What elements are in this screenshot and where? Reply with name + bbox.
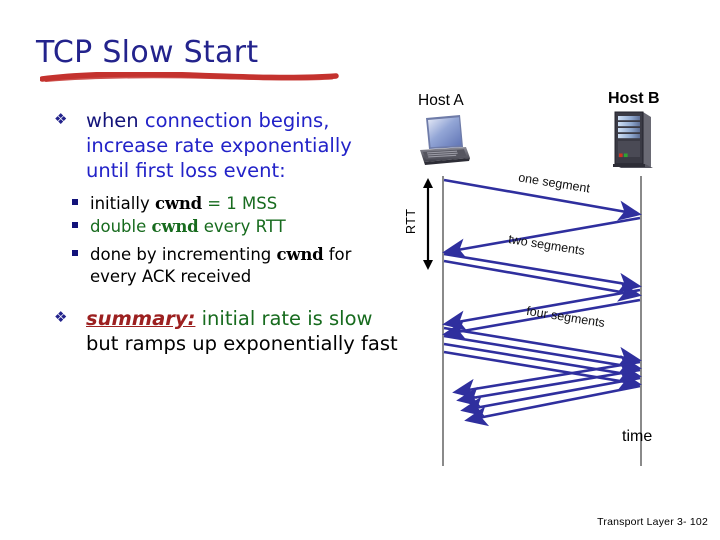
page-title: TCP Slow Start xyxy=(36,35,259,70)
segment-arrow-r3-1 xyxy=(443,326,642,367)
ack-arrow-r3-2 xyxy=(456,368,641,407)
sub3-part-1: done by incrementing xyxy=(90,245,277,264)
summary-keyword: summary: xyxy=(86,307,196,330)
host-a-label: Host A xyxy=(418,92,464,109)
bullet-1-lead: when xyxy=(86,109,145,132)
time-axis-label: time xyxy=(622,428,653,445)
laptop-icon xyxy=(420,115,470,165)
ack-arrow-r2-1 xyxy=(442,288,641,331)
segment-arrow-r2-2 xyxy=(443,259,642,302)
segment-arrows xyxy=(442,178,642,427)
ack-arrow-r2-2 xyxy=(442,298,641,341)
slide-footer: Transport Layer 3- 102 xyxy=(597,516,708,528)
sub-bullet-initially-cwnd: initially cwnd = 1 MSS xyxy=(72,193,398,215)
host-b-label: Host B xyxy=(608,90,660,107)
square-bullet-icon xyxy=(72,199,78,205)
slow-start-timing-diagram: Host A Host B xyxy=(398,88,708,468)
sub3-part-3: for every ACK received xyxy=(90,245,352,286)
segment-arrow-r2-1 xyxy=(443,252,642,293)
ack-arrow-r1-1 xyxy=(442,216,641,259)
sub1-part-1: initially xyxy=(90,194,155,213)
sub-bullet-double-cwnd: double cwnd every RTT xyxy=(72,216,398,238)
square-bullet-icon xyxy=(72,222,78,228)
sub1-part-3: = 1 MSS xyxy=(201,194,278,213)
segment-arrow-r3-3 xyxy=(443,342,642,383)
title-block: TCP Slow Start xyxy=(36,36,436,86)
ack-arrow-r3-1 xyxy=(452,360,641,399)
summary-green-part: initial rate is slow xyxy=(195,307,373,330)
segment-arrow-r3-4 xyxy=(443,350,642,391)
bullet-1-text: when connection begins, increase rate ex… xyxy=(86,109,352,182)
content-column: ❖ when connection begins, increase rate … xyxy=(38,108,398,360)
bullet-summary: ❖ summary: initial rate is slow but ramp… xyxy=(38,306,398,356)
host-b-timeline xyxy=(640,176,642,466)
segment-arrow-r3-2 xyxy=(443,334,642,375)
diamond-bullet-icon: ❖ xyxy=(54,308,68,326)
bullet-1-rest: connection begins, increase rate exponen… xyxy=(86,109,352,182)
square-bullet-icon xyxy=(72,250,78,256)
rtt-arrow xyxy=(423,178,433,270)
segment-arrow-r1-1 xyxy=(443,178,642,221)
title-underline-swoosh xyxy=(40,72,339,82)
sub2-part-3: every RTT xyxy=(198,217,286,236)
diamond-bullet-icon: ❖ xyxy=(54,110,68,128)
sub2-part-1: double xyxy=(90,217,152,236)
server-rack-icon xyxy=(613,111,653,168)
sub1-code-cwnd: cwnd xyxy=(154,194,202,213)
ack-arrow-r3-3 xyxy=(460,376,641,417)
sub2-code-cwnd: cwnd xyxy=(151,217,199,236)
sub-bullet-list: initially cwnd = 1 MSS double cwnd every… xyxy=(38,193,398,288)
sub3-code-cwnd: cwnd xyxy=(276,245,324,264)
bullet-when-connection-begins: ❖ when connection begins, increase rate … xyxy=(38,108,398,183)
summary-black-part: but ramps up exponentially fast xyxy=(86,332,398,355)
ack-arrow-r3-4 xyxy=(464,384,641,427)
sub-bullet-done-by-incrementing: done by incrementing cwnd for every ACK … xyxy=(72,244,398,288)
